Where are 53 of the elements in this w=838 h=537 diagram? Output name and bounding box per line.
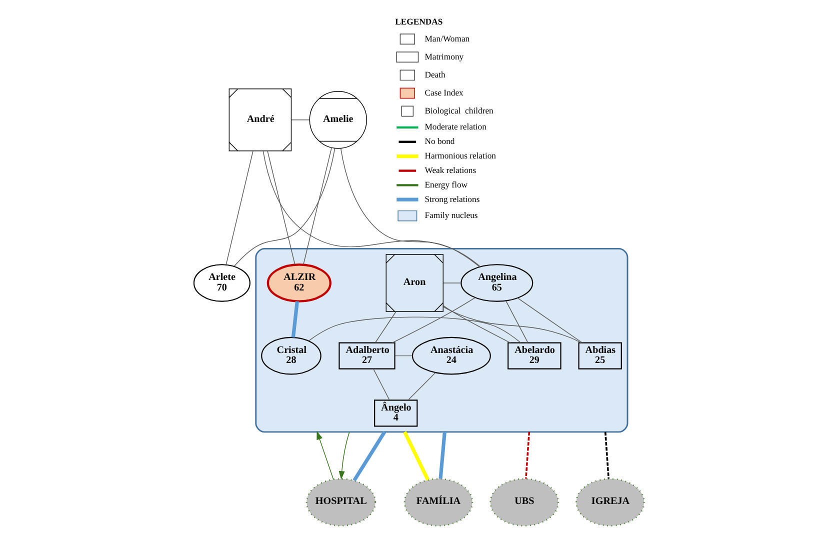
legend-label: Moderate relation [424,122,486,132]
node-ellipse: Anastácia 24 [412,336,491,375]
node-box: Abelardo 29 [508,342,562,370]
connector [438,432,446,480]
legend-label: Man/Woman [424,33,470,44]
connector [373,368,390,400]
legend-label: Harmonious relation [424,150,496,161]
connector [442,282,462,284]
connector [226,150,254,266]
legend-label: No bond [424,136,455,146]
connector [604,432,610,479]
arrow [338,432,350,480]
node-ellipse: Cristal 28 [261,336,322,375]
node-ellipse: UBS [490,478,559,526]
connector [517,298,583,344]
connector [394,355,413,356]
legend-label: Family nucleus [424,210,478,220]
node-ellipse: ALZIR 62 [266,264,332,302]
connector [392,297,476,344]
connector [506,300,528,344]
label: LEGENDAS [395,16,443,26]
connector [340,148,480,268]
connector [408,372,436,400]
connector [442,305,511,344]
connector [374,311,396,344]
node-ellipse: Angelina 65 [460,264,534,302]
cluster [255,248,628,433]
legend-label: Strong relations [424,194,480,204]
arrow [316,430,334,480]
connector [262,150,481,267]
legend-label: Case Index [424,87,464,98]
connector [403,431,430,481]
connector [267,150,296,266]
node-box: Ângelo 4 [374,400,418,427]
connector [442,306,582,344]
node-ellipse: HOSPITAL [306,478,376,526]
legend-label: Energy flow [424,179,468,190]
connector [525,432,530,479]
node-circle: Amelie [309,91,367,149]
node-ellipse: IGREJA [576,478,645,526]
legend-label: Death [424,69,446,80]
legend-label: Weak relations [424,164,476,175]
node-ellipse: FAMÍLIA [404,478,474,526]
legend-label: Matrimony [424,51,464,62]
node-box: Adalberto 27 [338,342,396,370]
connector [291,301,299,338]
connector [352,430,386,482]
node-box: Abdias 25 [578,342,622,370]
legend-label: Biological children [424,105,494,116]
node-ellipse: Arlete 70 [193,264,250,302]
connector [308,316,522,344]
connector [234,148,336,267]
connector [303,147,332,265]
